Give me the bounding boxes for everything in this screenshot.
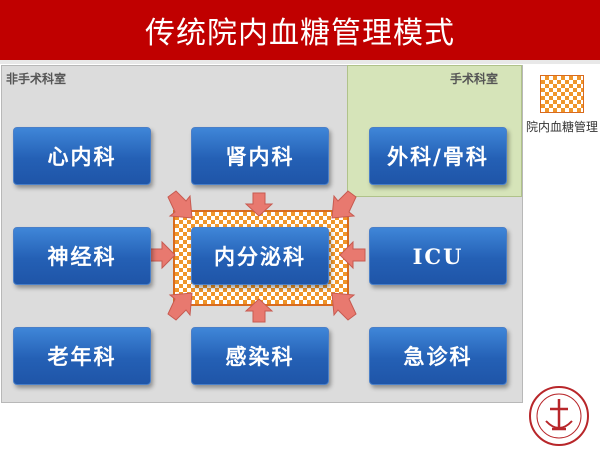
arrow-left — [339, 240, 366, 270]
legend-label: 院内血糖管理 — [526, 120, 599, 134]
dept-label: ICU — [412, 243, 464, 269]
hospital-logo-icon — [529, 386, 589, 446]
slide-title: 传统院内血糖管理模式 — [145, 16, 455, 51]
dept-label: 心内科 — [47, 144, 117, 169]
dept-label: 肾内科 — [225, 144, 295, 169]
legend-swatch — [540, 75, 584, 113]
arrow-right — [149, 240, 176, 270]
dept-label: 外科/骨科 — [387, 144, 489, 169]
dept-infectious: 感染科 — [191, 327, 329, 385]
title-divider — [0, 60, 600, 64]
dept-neurology: 神经科 — [13, 227, 151, 285]
dept-icu: ICU — [369, 227, 507, 285]
dept-label: 内分泌科 — [214, 244, 306, 269]
arrow-up — [244, 298, 274, 323]
dept-label: 急诊科 — [403, 344, 473, 369]
dept-label: 感染科 — [225, 344, 295, 369]
dept-label: 老年科 — [47, 344, 117, 369]
dept-label: 神经科 — [47, 244, 117, 269]
non-surgical-label: 非手术科室 — [6, 72, 67, 86]
dept-endocrinology: 内分泌科 — [191, 227, 329, 285]
title-bar: 传统院内血糖管理模式 — [0, 0, 600, 60]
dept-surgery-orthopedics: 外科/骨科 — [369, 127, 507, 185]
dept-geriatrics: 老年科 — [13, 327, 151, 385]
surgical-label: 手术科室 — [450, 72, 499, 86]
dept-emergency: 急诊科 — [369, 327, 507, 385]
arrow-diagonal-bl — [167, 292, 193, 321]
arrow-diagonal-tl — [167, 190, 193, 219]
arrow-down — [244, 192, 274, 217]
dept-cardiology: 心内科 — [13, 127, 151, 185]
arrow-diagonal-tr — [331, 190, 357, 219]
arrow-diagonal-br — [331, 292, 357, 321]
dept-nephrology: 肾内科 — [191, 127, 329, 185]
